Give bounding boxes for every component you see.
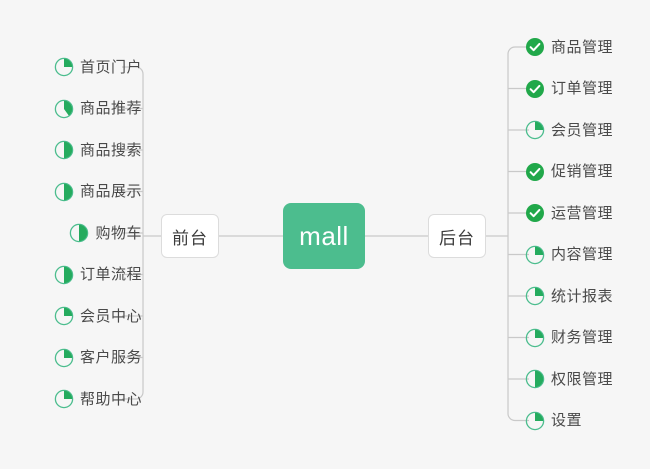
pie-progress-icon — [54, 389, 74, 409]
leaf-node[interactable]: 运营管理 — [525, 200, 613, 226]
pie-progress-icon — [70, 223, 89, 243]
leaf-node-label: 会员管理 — [551, 121, 614, 139]
leaf-node-label: 内容管理 — [551, 246, 614, 263]
leaf-node-label: 订单管理 — [551, 80, 614, 97]
leaf-node[interactable]: 内容管理 — [525, 242, 613, 268]
leaf-node[interactable]: 会员中心 — [54, 303, 142, 329]
leaf-node[interactable]: 订单管理 — [525, 76, 613, 102]
check-circle-icon — [526, 204, 544, 222]
leaf-node-label: 帮助中心 — [79, 390, 142, 408]
leaf-node[interactable]: 客户服务 — [54, 345, 142, 371]
leaf-node[interactable]: 设置 — [525, 408, 582, 434]
branch-node-back[interactable]: 后台 — [428, 214, 486, 258]
leaf-node-label: 设置 — [551, 412, 583, 429]
root-node-label: mall — [299, 220, 349, 251]
pie-progress-icon — [525, 411, 545, 430]
leaf-node-label: 会员中心 — [79, 307, 142, 325]
branch-node-front[interactable]: 前台 — [161, 214, 219, 258]
leaf-node-label: 商品展示 — [79, 183, 142, 200]
pie-progress-icon — [525, 286, 545, 306]
leaf-node[interactable]: 商品展示 — [54, 179, 142, 205]
leaf-node[interactable]: 商品推荐 — [54, 96, 142, 122]
pie-progress-icon — [54, 99, 74, 118]
leaf-node[interactable]: 首页门户 — [54, 54, 142, 80]
pie-progress-icon — [54, 306, 74, 326]
leaf-node[interactable]: 订单流程 — [54, 262, 142, 288]
leaf-node-label: 商品管理 — [551, 38, 614, 56]
root-node[interactable]: mall — [283, 203, 365, 269]
pie-progress-icon — [54, 57, 74, 77]
leaf-node-label: 首页门户 — [79, 58, 142, 76]
leaf-node[interactable]: 统计报表 — [525, 283, 613, 309]
leaf-node-label: 财务管理 — [551, 329, 614, 346]
leaf-node[interactable]: 促销管理 — [525, 159, 613, 185]
branch-node-back-label: 后台 — [439, 228, 475, 248]
leaf-node-label: 商品搜索 — [79, 141, 142, 159]
leaf-node-label: 促销管理 — [551, 163, 614, 180]
check-circle-icon — [526, 79, 544, 98]
pie-progress-icon — [54, 348, 74, 367]
pie-progress-icon — [525, 120, 545, 140]
pie-progress-icon — [525, 369, 545, 389]
branch-node-front-label: 前台 — [172, 228, 208, 248]
pie-progress-icon — [54, 182, 74, 201]
leaf-node-label: 统计报表 — [551, 287, 614, 305]
leaf-node[interactable]: 商品管理 — [525, 34, 613, 60]
leaf-node-label: 订单流程 — [79, 266, 142, 283]
check-circle-icon — [526, 38, 544, 56]
leaf-node[interactable]: 会员管理 — [525, 117, 613, 143]
leaf-node-label: 购物车 — [95, 224, 142, 242]
leaf-node[interactable]: 财务管理 — [525, 325, 613, 351]
leaf-node-label: 运营管理 — [551, 204, 614, 222]
leaf-node[interactable]: 权限管理 — [525, 366, 613, 392]
leaf-node[interactable]: 帮助中心 — [54, 386, 142, 412]
leaf-node-label: 客户服务 — [79, 349, 142, 366]
pie-progress-icon — [54, 265, 74, 284]
check-circle-icon — [526, 162, 544, 181]
leaf-node-label: 权限管理 — [551, 370, 614, 388]
leaf-node[interactable]: 商品搜索 — [54, 137, 142, 163]
leaf-node-label: 商品推荐 — [79, 100, 142, 117]
pie-progress-icon — [525, 328, 545, 347]
leaf-node[interactable]: 购物车 — [69, 220, 142, 246]
pie-progress-icon — [525, 245, 545, 264]
pie-progress-icon — [54, 140, 74, 160]
